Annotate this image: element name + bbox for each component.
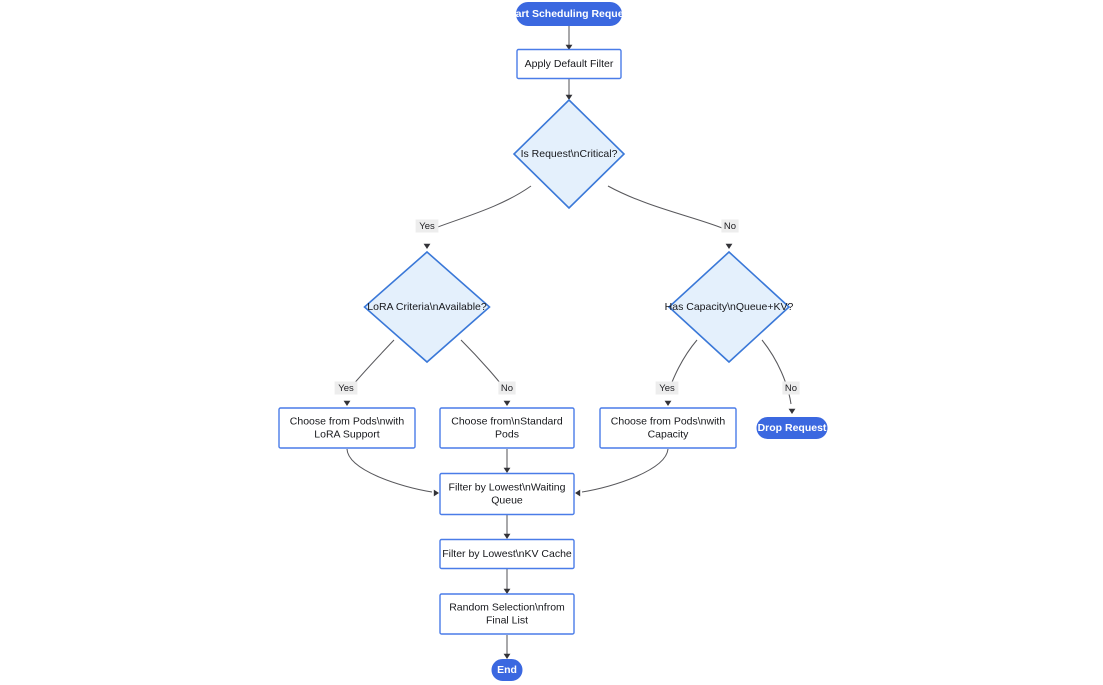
edge-label-lora-yes: Yes xyxy=(334,381,358,395)
edge-label-background xyxy=(415,219,439,233)
edge-label-lora-no: No xyxy=(498,381,516,395)
edge-critical-to-lora xyxy=(423,185,532,249)
edge-label-background xyxy=(655,381,679,395)
edge-default-to-critical xyxy=(565,79,573,100)
edge-label-capacity-no: No xyxy=(782,381,800,395)
node-shape-rect xyxy=(516,48,622,80)
edge-filter_queue-to-filter_kv xyxy=(503,515,511,539)
node-shape-pill xyxy=(756,417,828,439)
edge-lora-to-pods_std xyxy=(460,339,511,406)
node-label-capacity: Has Capacity\nQueue+KV? xyxy=(665,301,794,313)
node-shape-rect xyxy=(278,407,416,449)
node-label-end: End xyxy=(497,664,517,676)
node-start[interactable]: Start Scheduling Request xyxy=(505,2,633,26)
node-label-drop: Drop Request xyxy=(758,422,827,434)
node-shape-diamond xyxy=(667,250,791,364)
node-capacity[interactable]: Has Capacity\nQueue+KV? xyxy=(665,250,794,364)
edge-pods_cap-to-filter_queue xyxy=(575,448,669,497)
edge-critical-to-capacity xyxy=(607,185,733,249)
edge-label-text: Yes xyxy=(338,383,354,394)
edge-start-to-default xyxy=(565,26,573,50)
edge-filter_kv-to-random xyxy=(503,569,511,594)
edge-label-text: No xyxy=(785,383,797,394)
node-shape-rect xyxy=(439,407,575,449)
edge-label-text: Yes xyxy=(419,221,435,232)
node-label-lora: LoRA Criteria\nAvailable? xyxy=(367,301,487,313)
node-shape-rect xyxy=(439,538,575,570)
edges-layer xyxy=(343,26,796,659)
edge-label-critical-yes: Yes xyxy=(415,219,439,233)
node-label-start: Start Scheduling Request xyxy=(505,8,633,20)
edge-label-text: Yes xyxy=(659,383,675,394)
node-shape-pill xyxy=(516,2,622,26)
edge-lora-to-pods_lora xyxy=(343,339,395,406)
node-filter_kv[interactable]: Filter by Lowest\nKV Cache xyxy=(439,538,575,570)
edge-capacity-to-pods_cap xyxy=(664,339,698,406)
edge-label-text: No xyxy=(724,221,736,232)
node-drop[interactable]: Drop Request xyxy=(756,417,828,439)
edge-pods_std-to-filter_queue xyxy=(503,449,511,473)
node-shape-rect xyxy=(439,472,575,516)
edge-label-background xyxy=(782,381,800,395)
node-lora[interactable]: LoRA Criteria\nAvailable? xyxy=(363,250,491,364)
node-shape-rect xyxy=(599,407,737,449)
edge-label-critical-no: No xyxy=(721,219,739,233)
edge-label-capacity-yes: Yes xyxy=(655,381,679,395)
edge-label-background xyxy=(498,381,516,395)
node-label-filter_kv: Filter by Lowest\nKV Cache xyxy=(442,548,572,560)
node-end[interactable]: End xyxy=(491,659,523,681)
node-label-critical: Is Request\nCritical? xyxy=(521,148,618,160)
node-default[interactable]: Apply Default Filter xyxy=(516,48,622,80)
node-shape-pill xyxy=(491,659,523,681)
edge-capacity-to-drop xyxy=(761,339,796,414)
node-shape-rect xyxy=(439,593,575,635)
edge-label-background xyxy=(721,219,739,233)
edge-pods_lora-to-filter_queue xyxy=(346,448,439,497)
edge-label-background xyxy=(334,381,358,395)
edge-random-to-end xyxy=(503,635,511,659)
edge-label-text: No xyxy=(501,383,513,394)
node-shape-diamond xyxy=(363,250,491,364)
node-critical[interactable]: Is Request\nCritical? xyxy=(512,98,626,210)
node-shape-diamond xyxy=(512,98,626,210)
node-label-default: Apply Default Filter xyxy=(525,58,614,70)
